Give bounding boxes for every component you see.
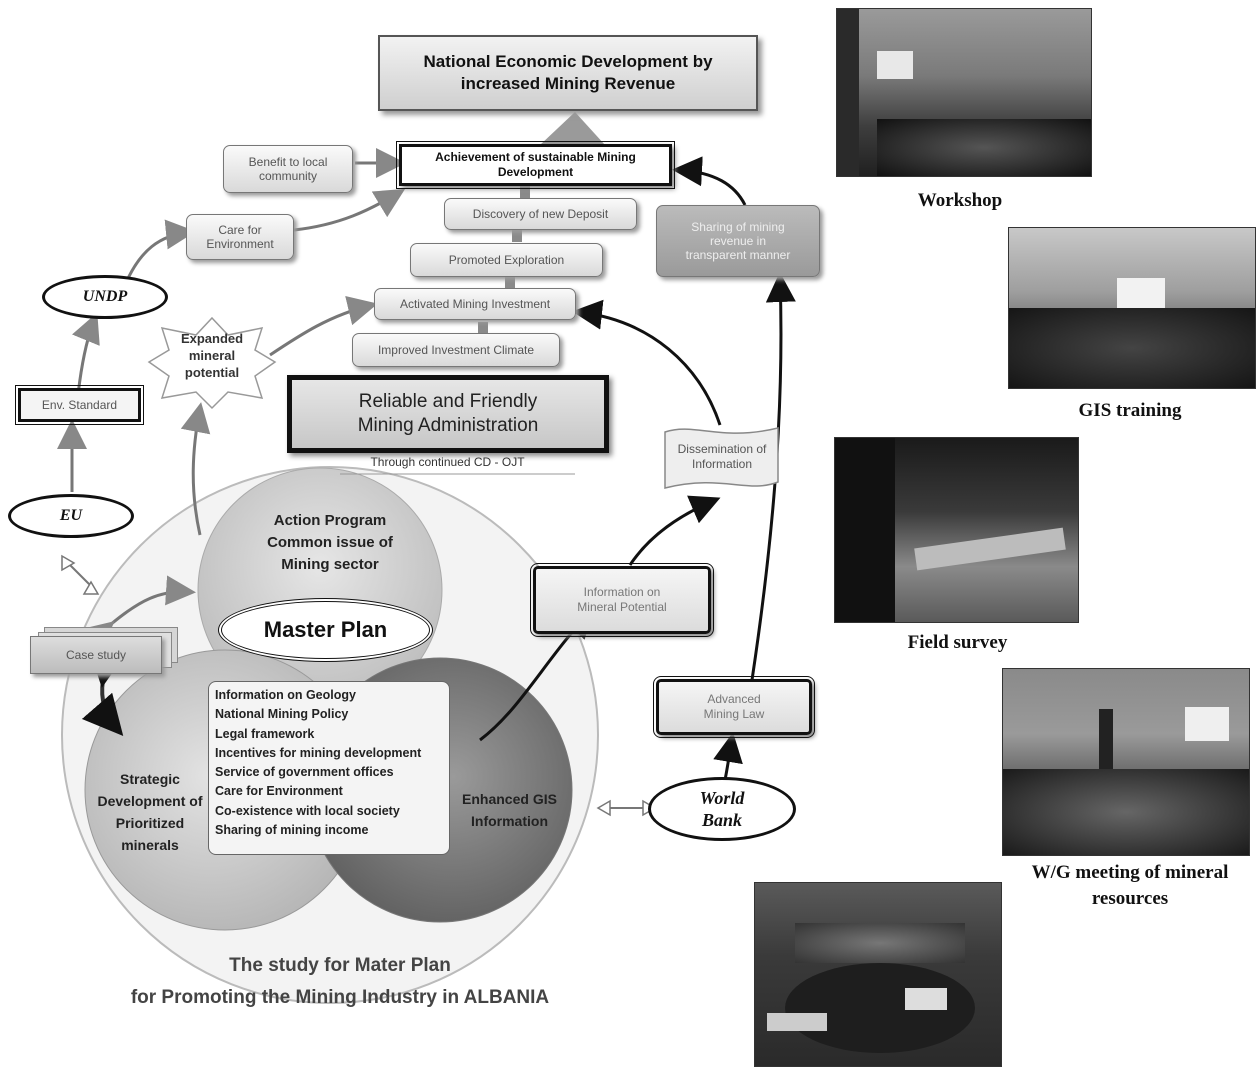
goal-arrow xyxy=(540,112,605,145)
goal-box: National Economic Development by increas… xyxy=(378,35,758,111)
case-study-box: Case study xyxy=(30,636,162,674)
achievement-text: Achievement of sustainable Mining Develo… xyxy=(435,150,636,179)
activated-box: Activated Mining Investment xyxy=(374,288,576,320)
study-title-line2: for Promoting the Mining Industry in ALB… xyxy=(130,987,550,1008)
wb-law-arrow xyxy=(713,732,743,781)
improved-box: Improved Investment Climate xyxy=(352,333,560,367)
goal-text: National Economic Development by increas… xyxy=(423,52,713,93)
benefit-text: Benefit to local community xyxy=(248,155,328,183)
info-item: Care for Environment xyxy=(215,784,343,799)
law-sharing-arrow xyxy=(750,272,796,681)
strategic-text: Strategic Development of Prioritized min… xyxy=(97,771,203,853)
workshop-photo xyxy=(836,8,1092,177)
gis-training-photo xyxy=(1008,227,1256,389)
sharing-revenue-box: Sharing of mining revenue in transparent… xyxy=(656,205,820,277)
info-dissem-arrow xyxy=(628,495,721,566)
field-survey-caption: Field survey xyxy=(907,632,1008,653)
info-item: Service of government offices xyxy=(215,765,394,780)
achievement-box: Achievement of sustainable Mining Develo… xyxy=(396,141,675,189)
dissemination-text: Dissemination of Information xyxy=(677,442,767,471)
info-item: Incentives for mining development xyxy=(215,745,422,760)
undp-text: UNDP xyxy=(82,288,128,305)
reliable-text: Reliable and Friendly Mining Administrat… xyxy=(357,391,539,436)
info-mineral-box: Information on Mineral Potential xyxy=(530,563,714,637)
gis-training-caption: GIS training xyxy=(1078,400,1182,421)
enhanced-gis-text: Enhanced GIS Information xyxy=(462,791,557,829)
wg-meeting-caption: W/G meeting of mineral resources xyxy=(1031,862,1229,909)
info-item: Legal framework xyxy=(215,726,315,741)
case-study-text: Case study xyxy=(65,648,127,662)
benefit-box: Benefit to local community xyxy=(223,145,353,193)
info-item: Information on Geology xyxy=(215,688,356,702)
undp-care-arrow xyxy=(123,219,196,286)
care-env-box: Care for Environment xyxy=(186,214,294,260)
care-env-text: Care for Environment xyxy=(206,223,274,251)
promoted-box: Promoted Exploration xyxy=(410,243,603,277)
info-item: National Mining Policy xyxy=(215,707,349,722)
reliable-box: Reliable and Friendly Mining Administrat… xyxy=(287,375,609,453)
care-arrow xyxy=(293,188,406,232)
workshop-caption: Workshop xyxy=(917,190,1003,211)
env-undp-arrow xyxy=(71,312,100,396)
circle-expanded-arrow xyxy=(180,402,211,536)
env-standard-box: Env. Standard xyxy=(15,385,144,425)
sharing-achievement-arrow xyxy=(672,156,747,206)
eu-oval: EU xyxy=(8,494,134,538)
through-text: Through continued CD - OJT xyxy=(370,455,525,469)
discovery-text: Discovery of new Deposit xyxy=(472,207,609,221)
undp-oval: UNDP xyxy=(42,275,168,319)
info-mineral-text: Information on Mineral Potential xyxy=(577,585,667,614)
eu-text: EU xyxy=(59,507,83,524)
activated-text: Activated Mining Investment xyxy=(399,297,551,311)
dissemination-banner xyxy=(664,427,779,489)
wg-meeting-photo xyxy=(1002,668,1250,856)
dissem-activated-arrow xyxy=(572,299,722,426)
study-title-line1: The study for Mater Plan xyxy=(229,955,451,976)
sharing-revenue-text: Sharing of mining revenue in transparent… xyxy=(685,220,791,262)
master-plan-text: Master Plan xyxy=(263,617,388,642)
improved-text: Improved Investment Climate xyxy=(377,343,535,357)
action-program-text: Action Program Common issue of Mining se… xyxy=(267,512,393,573)
info-item: Sharing of mining income xyxy=(215,823,369,838)
advanced-law-text: Advanced Mining Law xyxy=(703,692,765,721)
round-table-photo xyxy=(754,882,1002,1067)
field-survey-photo xyxy=(834,437,1079,623)
expanded-star xyxy=(147,316,277,410)
world-bank-oval: World Bank xyxy=(648,777,796,841)
world-bank-text: World Bank xyxy=(699,788,745,830)
env-standard-text: Env. Standard xyxy=(41,398,118,412)
case-circle-arrow xyxy=(81,575,196,652)
case-strategic-arrow xyxy=(81,645,128,737)
info-list-box: Information on Geology National Mining P… xyxy=(208,681,450,855)
master-plan-oval: Master Plan xyxy=(218,598,433,662)
info-item: Co-existence with local society xyxy=(215,803,400,818)
expanded-text: Expanded mineral potential xyxy=(180,331,244,380)
advanced-law-box: Advanced Mining Law xyxy=(653,676,815,738)
expanded-arrow xyxy=(269,295,378,357)
promoted-text: Promoted Exploration xyxy=(448,253,565,267)
discovery-box: Discovery of new Deposit xyxy=(444,198,637,230)
